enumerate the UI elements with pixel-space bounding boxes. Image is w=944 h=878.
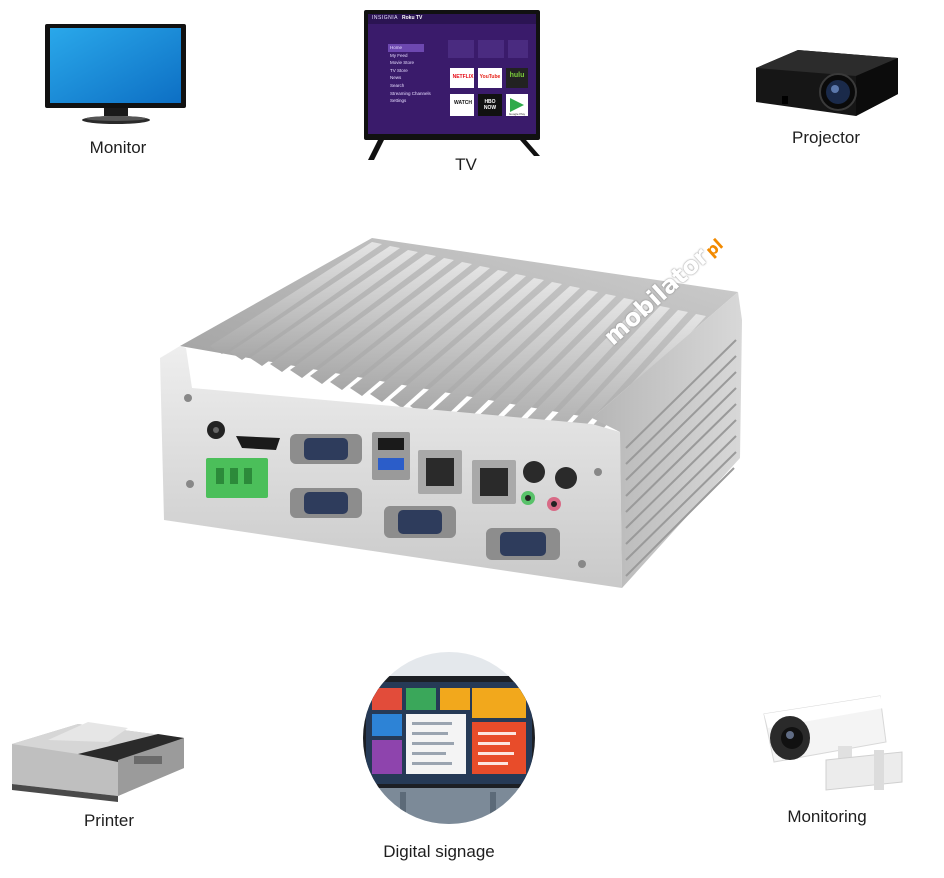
tv-menu-item: My Feed: [390, 52, 408, 58]
tv-menu-list: Home My Feed Movie Store TV Store News S…: [390, 44, 431, 105]
projector-device: [752, 44, 902, 120]
tv-app-netflix: NETFLIX: [452, 74, 474, 80]
caption-projector: Projector: [791, 128, 861, 147]
tv-menu-item: Search: [390, 82, 405, 88]
tv-menu-item: TV Store: [390, 67, 408, 73]
caption-monitoring: Monitoring: [787, 807, 867, 826]
tv-menu-item: Streaming Channels: [390, 90, 431, 96]
projector-illustration: [756, 50, 898, 116]
caption-signage: Digital signage: [383, 842, 495, 861]
mini-pc-device: [150, 228, 750, 593]
tv-app-hulu: hulu: [509, 72, 525, 79]
caption-monitor: Monitor: [89, 138, 147, 157]
tv-illustration: [364, 10, 540, 160]
caption-printer: Printer: [83, 811, 135, 830]
tv-menu-item: Home: [390, 45, 403, 50]
printer-illustration: [12, 722, 184, 802]
camera-illustration: [763, 695, 903, 791]
caption-tv: TV: [455, 155, 477, 174]
signage-illustration: [363, 652, 535, 824]
tv-platform-text: Roku TV: [402, 15, 423, 21]
tv-app-play: Google Play: [508, 112, 526, 116]
tv-app-youtube: YouTube: [479, 74, 501, 80]
printer-device: [8, 710, 190, 804]
tv-app-hbo: HBO NOW: [483, 99, 497, 111]
tv-app-watch: WATCH: [454, 100, 472, 106]
signage-device: [360, 652, 538, 824]
tv-device: [364, 10, 544, 164]
mini-pc-illustration: [160, 238, 742, 588]
tv-brand-text: INSIGNIA: [372, 15, 398, 21]
tv-menu-item: Settings: [390, 98, 407, 104]
camera-device: [756, 690, 906, 794]
tv-menu-item: News: [390, 75, 402, 81]
tv-menu-item: Movie Store: [390, 60, 415, 66]
monitor-illustration: [45, 24, 186, 124]
monitor-device: [44, 22, 188, 126]
